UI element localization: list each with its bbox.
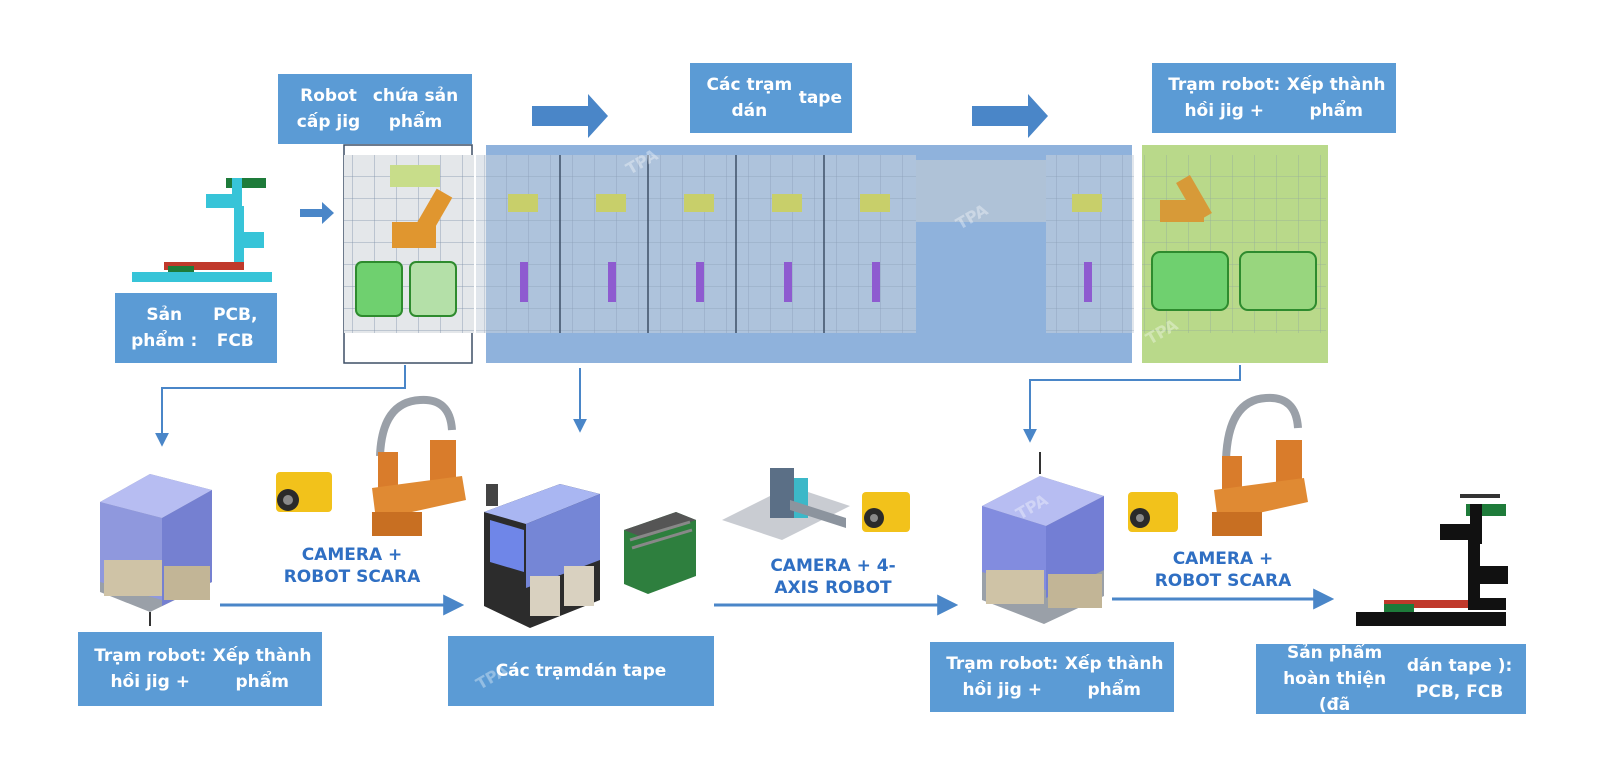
robot-station-machine-2	[982, 452, 1104, 624]
tape-stations-label-line2: tape	[798, 88, 842, 108]
connector-jig-to-station1	[155, 365, 406, 447]
finished-product-label-line2: dán tape ): PCB, FCB	[1406, 656, 1513, 702]
station3-label-line2: Xếp thành phẩm	[1064, 654, 1164, 700]
input-product-label: Sản phẩm : PCB, FCB	[115, 293, 277, 363]
camera-icon-3	[1128, 492, 1178, 532]
tape-station-machine	[484, 484, 600, 628]
camera-4axis-caption-line1: CAMERA + 4-	[770, 556, 896, 576]
svg-text:TPA: TPA	[473, 660, 512, 694]
unload-robot-label-line2: Xếp thành phẩm	[1286, 75, 1386, 121]
camera-icon-2	[862, 492, 910, 532]
camera-icon-1	[276, 472, 332, 512]
jig-robot-label-line2: chứa sản phẩm	[372, 86, 459, 132]
camera-scara-caption-2-line2: ROBOT SCARA	[1154, 571, 1292, 591]
tape-stations-label-line1: Các trạm dán	[706, 75, 793, 121]
station2-label: Các trạm dán tape	[448, 636, 714, 706]
finished-product-label: Sản phẩm hoàn thiện (đã dán tape ): PCB,…	[1256, 643, 1526, 715]
four-axis-robot-icon	[722, 468, 850, 540]
input-product-label-line2: PCB, FCB	[213, 305, 258, 351]
finished-product-icon	[1356, 494, 1508, 626]
jig-robot-station-panel	[343, 144, 474, 364]
camera-scara-caption-1-line1: CAMERA +	[301, 545, 403, 565]
station3-label-line1: Trạm robot: hồi jig +	[946, 654, 1059, 700]
jig-robot-label-line1: Robot cấp jig	[296, 86, 361, 132]
camera-scara-caption-2-line1: CAMERA +	[1172, 549, 1274, 569]
camera-4axis-caption: CAMERA + 4- AXIS ROBOT	[740, 555, 926, 599]
tape-stations-label: Các trạm dán tape	[690, 63, 852, 133]
station1-label-line2: Xếp thành phẩm	[212, 646, 312, 692]
top-flow-arrow-2	[972, 94, 1048, 138]
finished-product-label-line1: Sản phẩm hoàn thiện (đã	[1283, 643, 1387, 715]
station1-label-line1: Trạm robot: hồi jig +	[94, 646, 207, 692]
scara-robot-icon-1	[372, 395, 466, 536]
input-product-icon	[132, 178, 272, 282]
station3-label: Trạm robot: hồi jig + Xếp thành phẩm	[930, 642, 1174, 712]
input-arrow	[300, 202, 334, 224]
unload-robot-label-line1: Trạm robot: hồi jig +	[1168, 75, 1281, 121]
tape-stations-zone	[476, 145, 1134, 363]
camera-4axis-caption-line2: AXIS ROBOT	[774, 578, 892, 598]
top-flow-arrow-1	[532, 94, 608, 138]
unload-robot-zone	[1142, 145, 1328, 363]
connector-unload-to-station3	[1023, 365, 1241, 443]
tape-feeder-unit	[624, 512, 696, 594]
station1-label: Trạm robot: hồi jig + Xếp thành phẩm	[78, 632, 322, 706]
station2-label-line1: Các trạm	[495, 661, 582, 681]
unload-robot-label: Trạm robot: hồi jig + Xếp thành phẩm	[1152, 63, 1396, 133]
camera-scara-caption-1: CAMERA + ROBOT SCARA	[262, 544, 442, 588]
camera-scara-caption-1-line2: ROBOT SCARA	[283, 567, 421, 587]
jig-robot-label: Robot cấp jig chứa sản phẩm	[278, 74, 472, 144]
camera-scara-caption-2: CAMERA + ROBOT SCARA	[1130, 548, 1316, 592]
input-product-label-line1: Sản phẩm :	[131, 305, 198, 351]
scara-robot-icon-2	[1212, 393, 1308, 536]
station2-label-line2: dán tape	[581, 661, 667, 681]
robot-station-machine-1	[100, 474, 212, 626]
